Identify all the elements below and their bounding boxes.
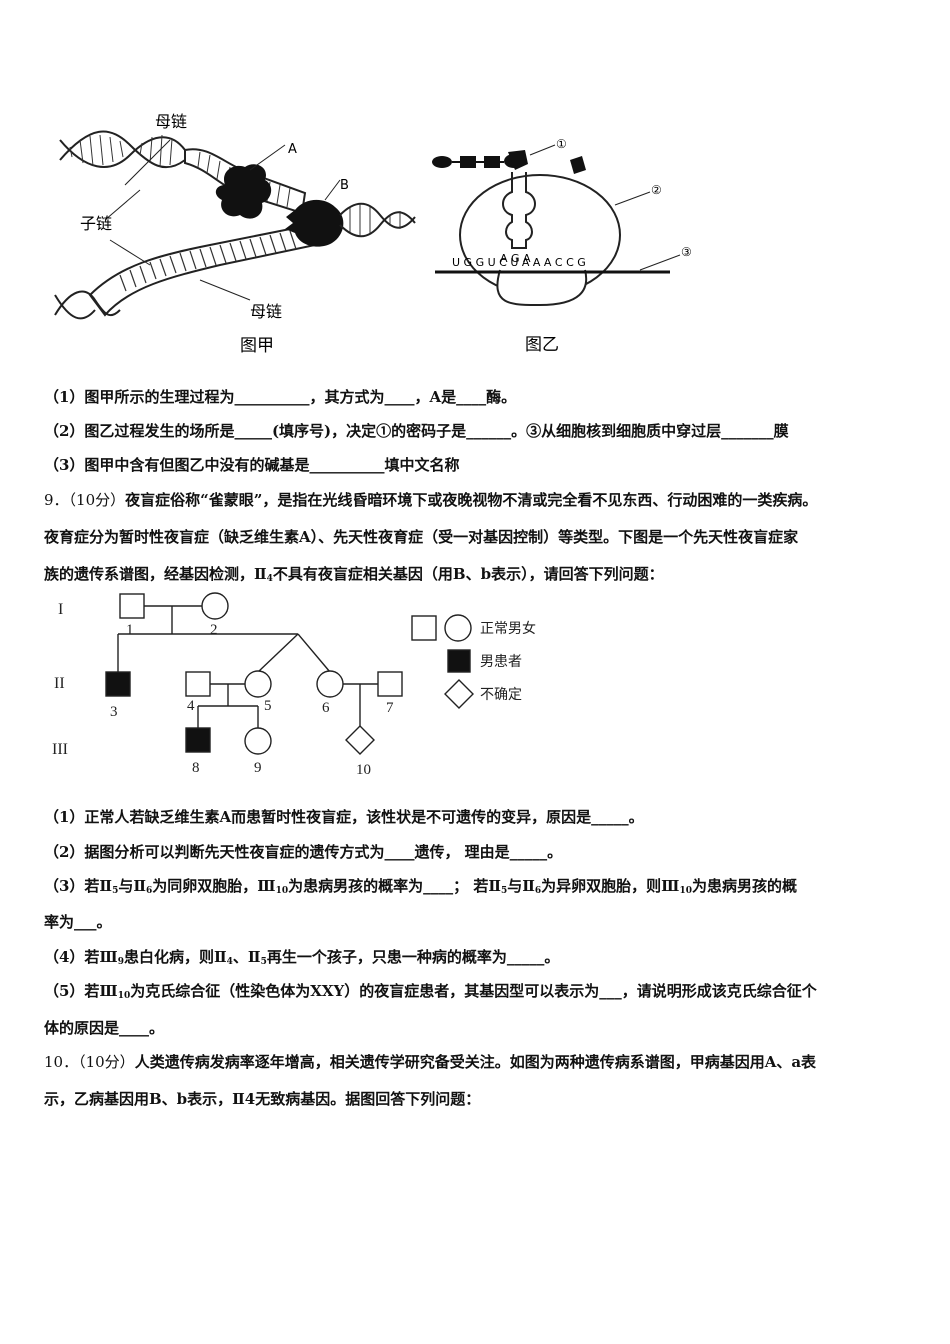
label-zi-chain: 子链 xyxy=(80,214,112,233)
q9-sub-3-cont: 率为___。 xyxy=(44,913,112,931)
anticodon: A G A xyxy=(500,252,531,265)
q8-item-2: （2）图乙过程发生的场所是_____(填序号)，决定①的密码子是______。③… xyxy=(44,422,789,440)
pedigree-chart: I II III 1 2 xyxy=(52,592,536,778)
svg-text:5: 5 xyxy=(264,698,272,714)
q9-number: 9．（10分） xyxy=(44,491,126,509)
svg-text:3: 3 xyxy=(110,704,118,720)
q9-line-3: 族的遗传系谱图，经基因检测，Ⅱ4不具有夜盲症相关基因（用B、b表示），请回答下列… xyxy=(44,565,664,584)
label-enzyme-b: B xyxy=(340,178,349,193)
mrna-sequence: U G G U C U A A A C C G xyxy=(452,256,586,269)
legend-affected-male xyxy=(447,649,471,673)
pedigree-iii8 xyxy=(185,727,211,753)
pedigree-ii4 xyxy=(185,671,211,697)
pedigree-iii9 xyxy=(244,727,272,755)
q9-sub-1: （1）正常人若缺乏维生素A而患暂时性夜盲症，该性状是不可遗传的变异，原因是___… xyxy=(44,808,644,826)
figure-jia-caption: 图甲 xyxy=(240,336,274,356)
q9-sub-5: （5）若Ⅲ10为克氏综合征（性染色体为XXY）的夜盲症患者，其基因型可以表示为_… xyxy=(44,982,817,1001)
marker-2: ② xyxy=(651,183,662,197)
pedigree-i2 xyxy=(201,592,229,620)
q8-item-1: （1）图甲所示的生理过程为__________，其方式为____，A是____酶… xyxy=(44,388,517,406)
legend-affected-label: 男患者 xyxy=(480,654,522,670)
figure-yi-translation: ① A G A U G G U C U A A A C C G ② ③ 图乙 xyxy=(432,137,692,355)
q9-sub-4: （4）若Ⅲ9患白化病，则Ⅱ4、Ⅱ5再生一个孩子，只患一种病的概率为_____。 xyxy=(44,948,560,967)
trna xyxy=(502,172,536,249)
legend-normal-female xyxy=(444,614,472,642)
q10-line-2: 示，乙病基因用B、b表示，Ⅱ4无致病基因。据图回答下列问题： xyxy=(44,1090,481,1108)
helix-upper-left xyxy=(59,130,186,169)
legend-normal-male xyxy=(411,615,437,641)
pedigree-ii6 xyxy=(316,670,344,698)
enzyme-a xyxy=(215,164,272,219)
q9-sub-5-cont: 体的原因是____。 xyxy=(44,1019,165,1037)
svg-text:2: 2 xyxy=(210,622,218,638)
svg-text:6: 6 xyxy=(322,700,330,716)
ribosome-small xyxy=(496,269,588,307)
svg-text:10: 10 xyxy=(356,762,371,778)
label-mu-chain-1: 母链 xyxy=(155,112,187,131)
figure-yi-caption: 图乙 xyxy=(525,335,559,355)
pedigree-i1 xyxy=(119,593,145,619)
q10-number: 10．（10分） xyxy=(44,1053,135,1071)
q9-sub-2: （2）据图分析可以判断先天性夜盲症的遗传方式为____遗传， 理由是_____。 xyxy=(44,843,563,861)
label-enzyme-a: A xyxy=(288,142,297,157)
svg-text:9: 9 xyxy=(254,760,262,776)
legend-normal-label: 正常男女 xyxy=(480,620,536,637)
legend-uncertain xyxy=(444,679,474,709)
generation-ii: II xyxy=(54,675,65,692)
figure-jia-dna-replication: 母链 子链 母链 A B 图甲 xyxy=(54,112,416,356)
label-mu-chain-2: 母链 xyxy=(250,302,282,321)
q9-line-2: 夜育症分为暂时性夜盲症（缺乏维生素A）、先天性夜育症（受一对基因控制）等类型。下… xyxy=(44,528,799,546)
free-amino-acid xyxy=(570,156,586,174)
q9-sub-3: （3）若Ⅱ5与Ⅱ6为同卵双胞胎，Ⅲ10为患病男孩的概率为____； 若Ⅱ5与Ⅱ6… xyxy=(44,877,797,896)
pedigree-ii5 xyxy=(244,670,272,698)
legend-uncertain-label: 不确定 xyxy=(480,687,522,703)
q8-item-3: （3）图甲中含有但图乙中没有的碱基是__________填中文名称 xyxy=(44,456,460,474)
amino-acid xyxy=(432,156,452,168)
svg-text:1: 1 xyxy=(126,622,134,638)
marker-1: ① xyxy=(556,137,567,151)
q10-line-1: 10．（10分）人类遗传病发病率逐年增高，相关遗传学研究备受关注。如图为两种遗传… xyxy=(44,1053,817,1071)
enzyme-b xyxy=(285,199,344,247)
generation-iii: III xyxy=(52,741,68,758)
q9-line-1: 9．（10分）夜盲症俗称“雀蒙眼”，是指在光线昏暗环境下或夜晚视物不清或完全看不… xyxy=(44,491,818,509)
generation-i: I xyxy=(58,601,63,618)
svg-text:4: 4 xyxy=(187,698,195,714)
pedigree-ii7 xyxy=(377,671,403,697)
svg-text:8: 8 xyxy=(192,760,200,776)
marker-3: ③ xyxy=(681,245,692,259)
helix-right xyxy=(339,202,416,229)
svg-text:7: 7 xyxy=(386,700,394,716)
pedigree-ii3 xyxy=(105,671,131,697)
pedigree-iii10 xyxy=(345,725,375,755)
